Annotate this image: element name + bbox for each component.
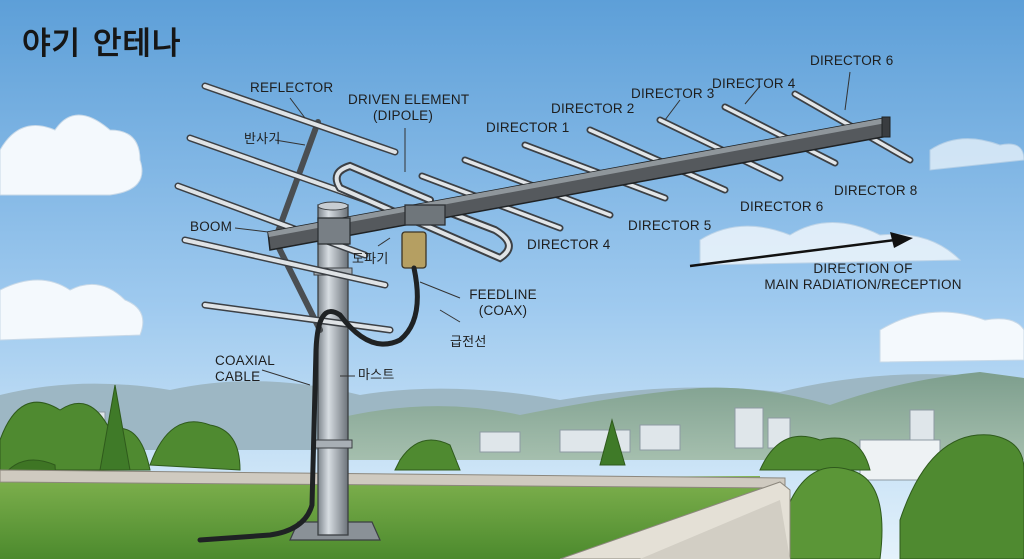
label-feedline-line2: (COAX)	[468, 303, 538, 319]
label-director-5: DIRECTOR 5	[628, 218, 712, 234]
label-director-6-bottom: DIRECTOR 6	[740, 199, 824, 215]
label-director-1: DIRECTOR 1	[486, 120, 570, 136]
label-feedline: FEEDLINE (COAX)	[468, 287, 538, 319]
label-direction-line1: DIRECTION OF	[758, 261, 968, 277]
mast-clamp	[318, 218, 350, 244]
label-driven-element: DRIVEN ELEMENT (DIPOLE)	[348, 92, 458, 124]
label-mast-ko: 마스트	[358, 368, 394, 384]
label-director-2: DIRECTOR 2	[551, 101, 635, 117]
label-director-4-bottom: DIRECTOR 4	[527, 237, 611, 253]
label-coaxial-cable-line2: CABLE	[215, 369, 275, 385]
label-director-4-top: DIRECTOR 4	[712, 76, 796, 92]
label-reflector: REFLECTOR	[250, 80, 333, 96]
label-driven-element-line1: DRIVEN ELEMENT	[348, 92, 458, 108]
label-coaxial-cable-line1: COAXIAL	[215, 353, 275, 369]
label-feedline-ko: 급전선	[450, 335, 486, 351]
boom-clamp	[405, 205, 445, 225]
label-driven-element-line2: (DIPOLE)	[348, 108, 458, 124]
label-coaxial-cable: COAXIAL CABLE	[215, 353, 275, 385]
label-feedline-line1: FEEDLINE	[468, 287, 538, 303]
label-director-6-top: DIRECTOR 6	[810, 53, 894, 69]
balun-feed-box	[402, 232, 426, 268]
label-direction-line2: MAIN RADIATION/RECEPTION	[758, 277, 968, 293]
label-director-8: DIRECTOR 8	[834, 183, 918, 199]
label-direction: DIRECTION OF MAIN RADIATION/RECEPTION	[758, 261, 968, 293]
rooftop	[0, 470, 790, 559]
label-boom-ko: 도파기	[352, 252, 388, 268]
label-reflector-ko: 반사기	[244, 132, 280, 148]
diagram-title: 야기 안테나	[22, 18, 181, 63]
label-boom: BOOM	[190, 219, 232, 235]
label-director-3: DIRECTOR 3	[631, 86, 715, 102]
